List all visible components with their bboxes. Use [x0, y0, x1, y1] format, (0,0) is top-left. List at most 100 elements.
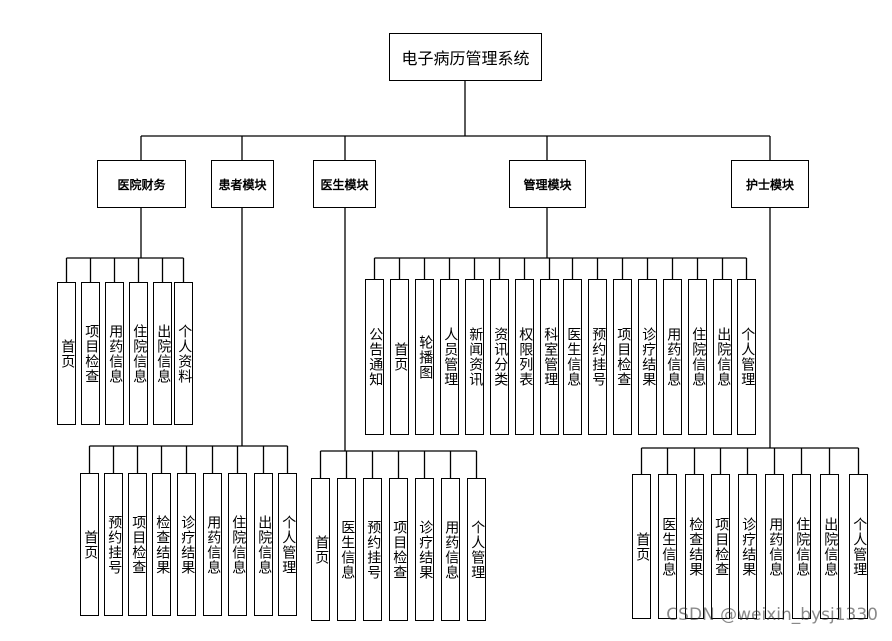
leaf-label: 首页	[634, 531, 651, 562]
module-node-patient: 患者模块	[211, 160, 274, 208]
leaf-label: 诊疗结果	[640, 327, 657, 387]
leaf-node-patient: 出院信息	[254, 473, 273, 616]
leaf-label: 预约挂号	[590, 327, 607, 387]
leaf-node-nurse: 出院信息	[820, 474, 839, 619]
leaf-node-nurse: 医生信息	[658, 474, 677, 619]
root-node: 电子病历管理系统	[389, 33, 542, 81]
leaf-label: 住院信息	[131, 323, 148, 384]
leaf-label: 首页	[392, 342, 409, 372]
leaf-label: 首页	[82, 529, 99, 560]
leaf-label: 个人管理	[469, 519, 486, 580]
leaf-label: 预约挂号	[365, 519, 382, 580]
leaf-node-admin: 资讯分类	[490, 279, 509, 435]
leaf-label: 住院信息	[230, 514, 247, 575]
leaf-node-admin: 医生信息	[563, 279, 582, 435]
leaf-node-finance: 用药信息	[105, 282, 124, 425]
leaf-label: 项目检查	[713, 516, 730, 577]
leaf-label: 用药信息	[205, 514, 222, 575]
leaf-node-nurse: 用药信息	[765, 474, 784, 619]
leaf-label: 检查结果	[154, 514, 171, 575]
leaf-label: 人员管理	[442, 327, 459, 387]
leaf-label: 权限列表	[517, 327, 534, 387]
module-node-admin: 管理模块	[509, 160, 586, 208]
leaf-node-admin: 用药信息	[663, 279, 682, 435]
leaf-node-doctor: 用药信息	[441, 478, 460, 621]
leaf-node-doctor: 医生信息	[337, 478, 356, 621]
leaf-label: 资讯分类	[492, 327, 509, 387]
leaf-label: 新闻资讯	[467, 327, 484, 387]
leaf-node-patient: 住院信息	[228, 473, 247, 616]
leaf-node-nurse: 住院信息	[792, 474, 811, 619]
leaf-node-doctor: 首页	[311, 478, 330, 621]
leaf-label: 出院信息	[155, 323, 172, 384]
leaf-label: 项目检查	[130, 514, 147, 575]
leaf-node-admin: 权限列表	[515, 279, 534, 435]
leaf-label: 预约挂号	[106, 514, 123, 575]
leaf-label: 轮播图	[417, 334, 434, 380]
leaf-label: 住院信息	[794, 516, 811, 577]
leaf-node-nurse: 个人管理	[849, 474, 868, 619]
leaf-label: 首页	[313, 534, 330, 565]
leaf-node-admin: 轮播图	[415, 279, 434, 435]
leaf-label: 公告通知	[367, 327, 384, 387]
leaf-label: 诊疗结果	[417, 519, 434, 580]
leaf-node-finance: 住院信息	[129, 282, 148, 425]
leaf-node-admin: 首页	[390, 279, 409, 435]
leaf-node-doctor: 项目检查	[389, 478, 408, 621]
module-node-doctor: 医生模块	[313, 160, 376, 208]
leaf-node-admin: 住院信息	[688, 279, 707, 435]
leaf-label: 用药信息	[443, 519, 460, 580]
leaf-node-nurse: 诊疗结果	[738, 474, 757, 619]
leaf-label: 个人管理	[851, 516, 868, 577]
leaf-node-finance: 首页	[57, 282, 76, 425]
leaf-node-admin: 诊疗结果	[638, 279, 657, 435]
leaf-label: 科室管理	[542, 327, 559, 387]
leaf-node-finance: 项目检查	[81, 282, 100, 425]
leaf-node-nurse: 检查结果	[685, 474, 704, 619]
leaf-node-patient: 首页	[80, 473, 99, 616]
module-node-finance: 医院财务	[97, 160, 186, 208]
leaf-node-patient: 用药信息	[203, 473, 222, 616]
leaf-node-patient: 检查结果	[152, 473, 171, 616]
leaf-label: 个人管理	[739, 327, 756, 387]
csdn-watermark: CSDN @weixin_bysj1330	[666, 605, 878, 625]
leaf-label: 个人管理	[280, 514, 297, 575]
leaf-node-admin: 人员管理	[440, 279, 459, 435]
leaf-node-doctor: 预约挂号	[363, 478, 382, 621]
leaf-node-patient: 预约挂号	[104, 473, 123, 616]
leaf-label: 项目检查	[391, 519, 408, 580]
leaf-node-admin: 项目检查	[613, 279, 632, 435]
leaf-node-patient: 项目检查	[128, 473, 147, 616]
leaf-label: 诊疗结果	[179, 514, 196, 575]
leaf-label: 医生信息	[660, 516, 677, 577]
leaf-node-nurse: 项目检查	[711, 474, 730, 619]
leaf-node-admin: 出院信息	[713, 279, 732, 435]
module-node-nurse: 护士模块	[731, 160, 809, 208]
leaf-node-patient: 个人管理	[278, 473, 297, 616]
leaf-node-admin: 个人管理	[737, 279, 756, 435]
leaf-label: 用药信息	[767, 516, 784, 577]
leaf-node-nurse: 首页	[632, 474, 651, 619]
leaf-label: 个人资料	[176, 323, 193, 384]
leaf-label: 诊疗结果	[740, 516, 757, 577]
leaf-label: 住院信息	[690, 327, 707, 387]
leaf-label: 用药信息	[665, 327, 682, 387]
leaf-node-doctor: 诊疗结果	[415, 478, 434, 621]
leaf-label: 用药信息	[107, 323, 124, 384]
leaf-label: 出院信息	[715, 327, 732, 387]
leaf-label: 出院信息	[822, 516, 839, 577]
leaf-node-doctor: 个人管理	[467, 478, 486, 621]
leaf-node-admin: 新闻资讯	[465, 279, 484, 435]
leaf-node-admin: 科室管理	[540, 279, 559, 435]
leaf-label: 医生信息	[565, 327, 582, 387]
leaf-label: 出院信息	[256, 514, 273, 575]
leaf-node-finance: 个人资料	[174, 282, 193, 425]
leaf-label: 项目检查	[615, 327, 632, 387]
leaf-node-admin: 预约挂号	[588, 279, 607, 435]
leaf-node-finance: 出院信息	[153, 282, 172, 425]
leaf-label: 医生信息	[339, 519, 356, 580]
leaf-label: 项目检查	[83, 323, 100, 384]
leaf-node-patient: 诊疗结果	[177, 473, 196, 616]
